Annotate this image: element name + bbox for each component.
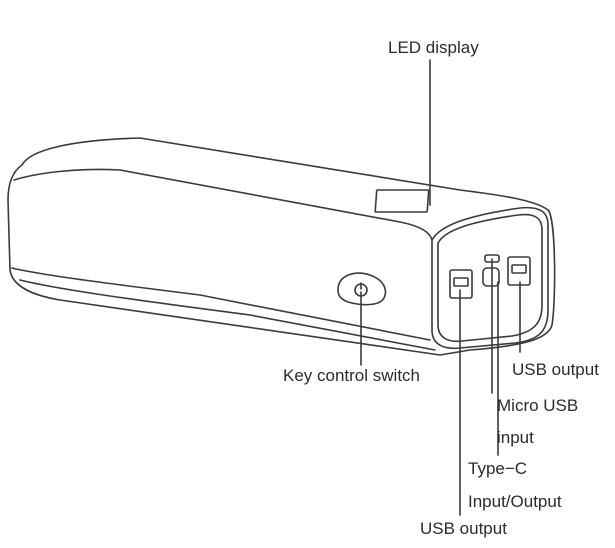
top-face-edge	[13, 168, 433, 241]
label-led-display: LED display	[388, 38, 479, 57]
side-seam	[11, 267, 431, 341]
usb-port-right	[507, 256, 531, 286]
bottom-edge	[19, 279, 436, 351]
usb-port-left	[449, 269, 473, 299]
label-type-c: Type−C	[468, 459, 528, 478]
label-type-c-input-output: Input/Output	[468, 492, 562, 511]
end-face	[431, 206, 549, 350]
type-c-port	[482, 267, 500, 287]
label-usb-output-right: USB output	[512, 360, 599, 379]
label-usb-output-left: USB output	[420, 519, 507, 538]
end-face-inner	[437, 213, 543, 343]
power-bank-body	[7, 137, 556, 356]
led-display-window	[374, 189, 430, 213]
label-micro-usb-input: input	[497, 428, 534, 447]
label-key-control-switch: Key control switch	[283, 366, 420, 385]
key-control-switch	[337, 272, 387, 306]
label-micro-usb: Micro USB	[497, 396, 579, 415]
